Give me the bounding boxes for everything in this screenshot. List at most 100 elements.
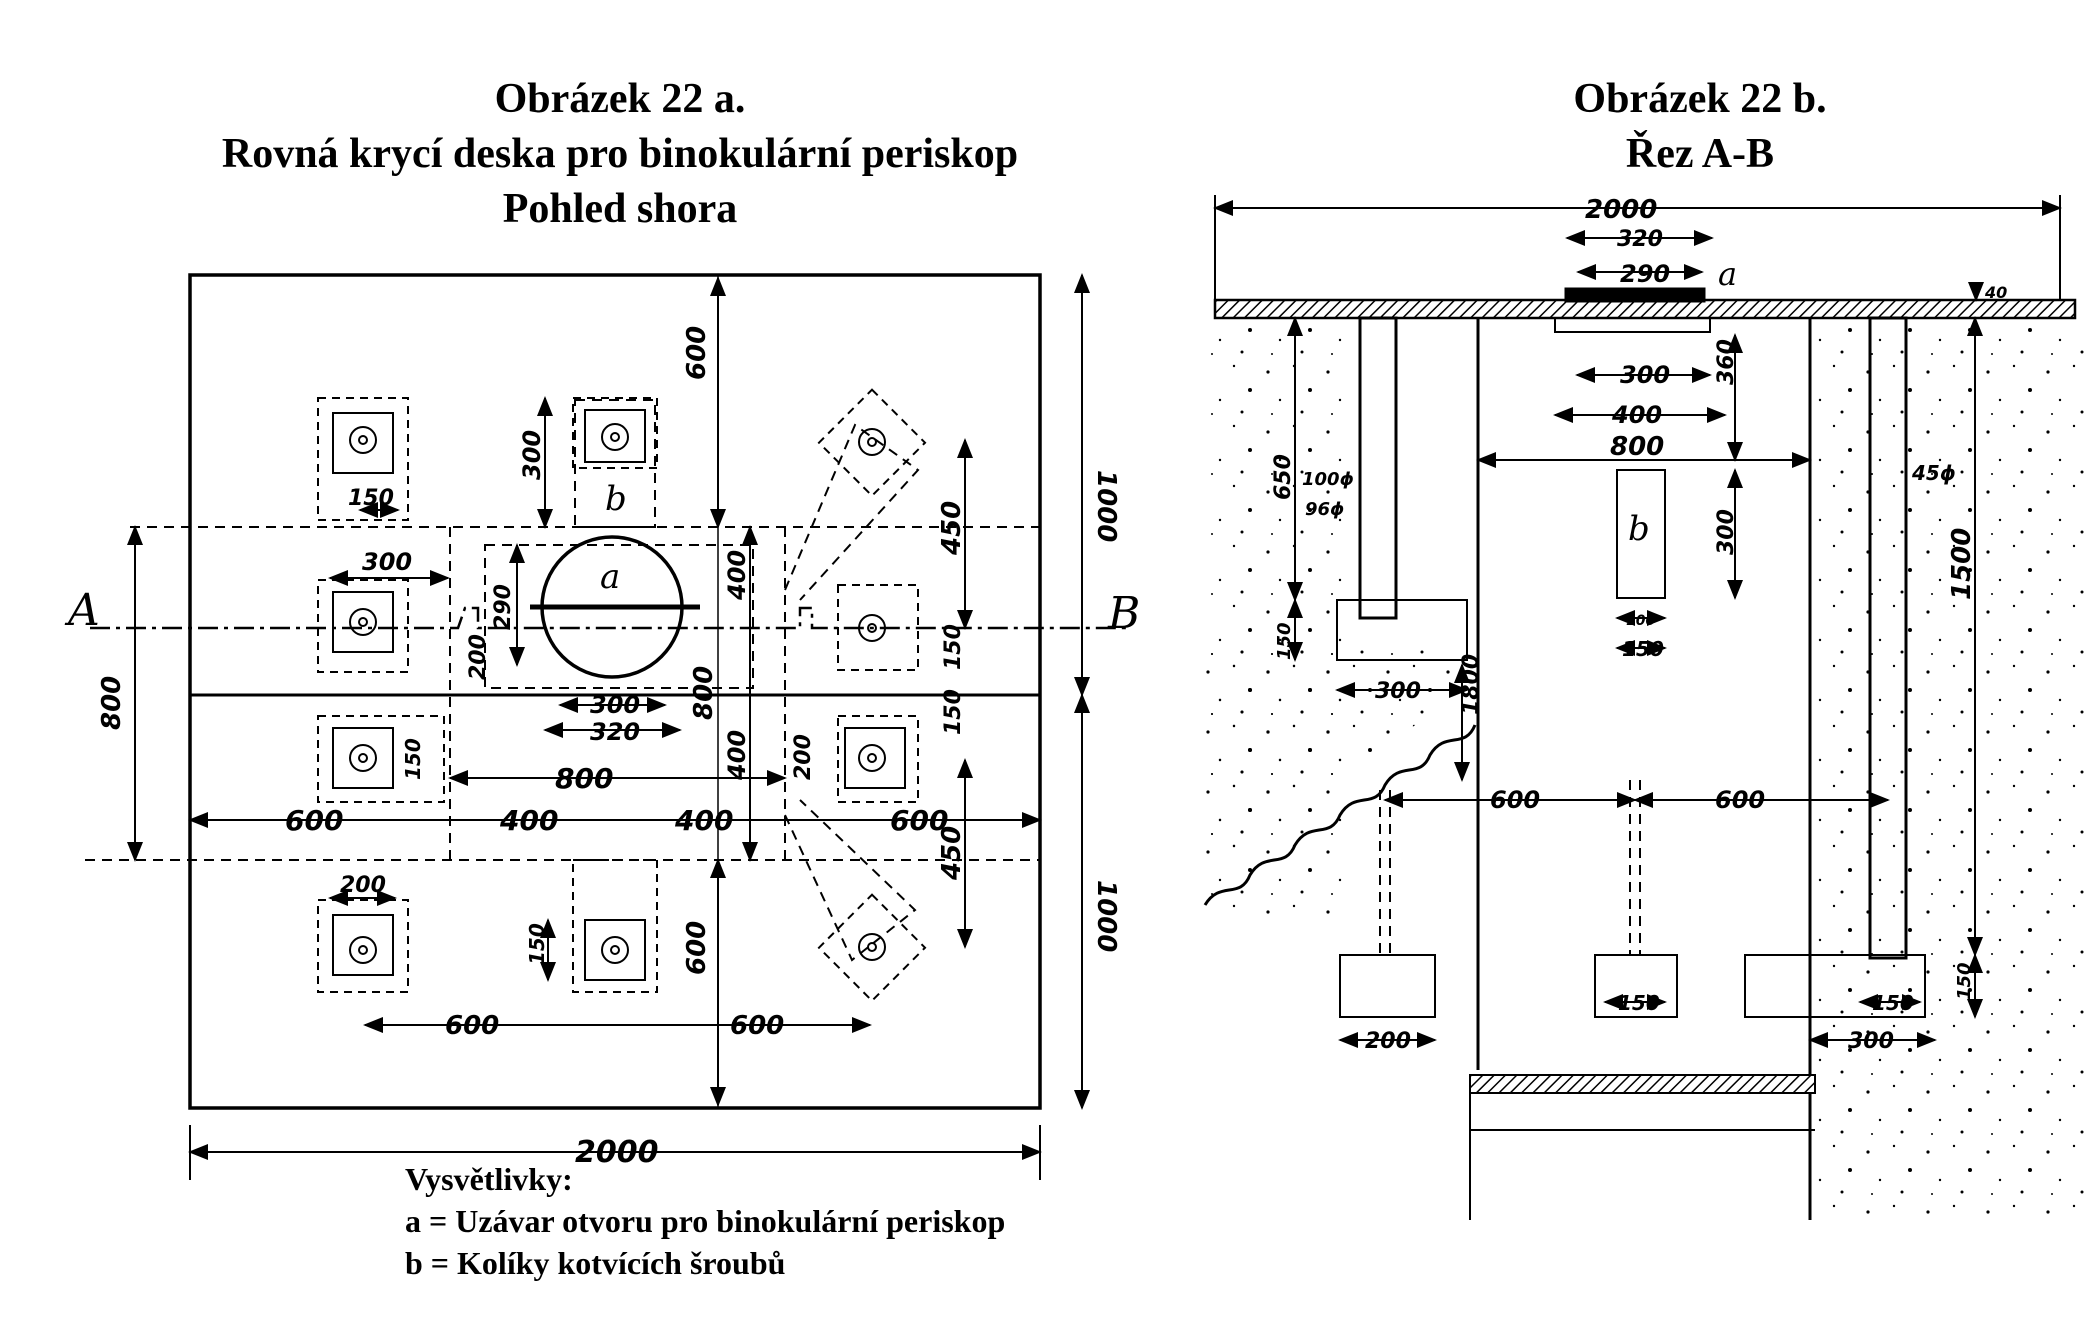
dim-bolt-300-left: 300: [362, 548, 412, 576]
anchor-pin-section: [1616, 469, 1666, 599]
dim-b-dia-45: 45ϕ: [1911, 461, 1956, 485]
dim-bolt-150-top: 150: [348, 486, 394, 511]
dim-b-right-1500: 1500: [1947, 528, 1977, 600]
bolt-bottom-left: [317, 899, 409, 993]
dim-left-150-mid: 150: [401, 738, 425, 780]
dashed-bolts-b: [1379, 780, 1641, 955]
cover-plate-section: [1213, 298, 2077, 320]
dim-height-bottom: 1000: [1091, 880, 1121, 952]
dim-row-600-left: 600: [285, 804, 343, 837]
dim-b-depth-1800: 1800: [1459, 654, 1484, 715]
legend: Vysvětlivky: a = Uzávar otvoru pro binok…: [405, 1158, 1005, 1284]
foot-lower-mid: [1594, 954, 1678, 1018]
dim-b-thickness-40: 40: [1984, 283, 2007, 302]
part-a-label: a: [600, 557, 620, 597]
dim-opening-290: 290: [491, 584, 516, 630]
dim-b-foot-150-mid: 150: [1618, 991, 1660, 1015]
anchor-bolts: [317, 388, 927, 1003]
dim-mid-800: 800: [555, 762, 613, 795]
dim-bottom-200: 200: [340, 873, 386, 898]
dim-b-right-150-v: 150: [1954, 962, 1975, 1000]
dim-b-foot-200: 200: [1365, 1029, 1411, 1054]
dim-b-100: 100: [1626, 613, 1655, 629]
dim-height-top: 1000: [1091, 470, 1121, 542]
concrete-slope: [1200, 650, 1450, 880]
foot-left: [1336, 599, 1468, 661]
spring: [1203, 724, 1477, 906]
bolt-bottom-mid: [572, 859, 658, 993]
figure-b-section: [1200, 195, 2085, 1220]
dim-b-span-800: 800: [1610, 432, 1664, 462]
bolt-section-right: [1868, 316, 1908, 960]
bolt-top-left: [317, 397, 409, 521]
legend-item-b: b = Kolíky kotvících šroubů: [405, 1245, 786, 1281]
dim-center-320: 320: [590, 718, 640, 746]
dashed-band: [85, 423, 1040, 962]
section-label-a: A: [64, 585, 100, 636]
bolt-diag-bottom: [817, 893, 927, 1003]
dim-mid-400-right: 400: [674, 804, 733, 837]
bottom-slab: [1469, 1074, 1816, 1094]
dim-b-left-150: 150: [1274, 622, 1295, 660]
dim-b-under-300: 300: [1620, 361, 1670, 389]
part-a-section-label: a: [1718, 255, 1737, 293]
dim-b-under-400: 400: [1611, 401, 1662, 429]
dim-offset-200: 200: [466, 634, 491, 680]
foot-lower-left: [1339, 954, 1436, 1018]
dim-b-span-600-right: 600: [1715, 786, 1765, 814]
dimension-lines-a: [127, 273, 1090, 1180]
dim-diag-450-upper: 450: [937, 501, 967, 556]
bolt-mid-left: [317, 579, 409, 673]
legend-heading: Vysvětlivky:: [405, 1161, 573, 1197]
dim-mid-400-left: 400: [499, 804, 558, 837]
dim-center-300: 300: [590, 691, 640, 719]
dim-b-plate-290: 290: [1620, 260, 1670, 288]
dim-bottom-150: 150: [525, 923, 549, 965]
dim-b-300: 300: [1714, 509, 1739, 555]
bolt-top-mid: [572, 397, 658, 469]
dim-b-plate-320: 320: [1617, 227, 1663, 252]
section-line-ab: [90, 606, 1130, 630]
figure-a-caption: Obrázek 22 a. Rovná krycí deska pro bino…: [100, 72, 1140, 237]
figure-a-labels: A B a b 2000 1000 1000 800 600 600 300 1…: [64, 326, 1140, 1170]
figure-b-subtitle: Řez A-B: [1625, 131, 1775, 177]
dim-right-150-b: 150: [941, 689, 966, 735]
dim-b-dia-96: 96ϕ: [1305, 499, 1344, 520]
dim-bottom-600-left: 600: [445, 1011, 499, 1041]
dim-col-600-top: 600: [682, 326, 712, 380]
figure-a-view: Pohled shora: [502, 186, 738, 232]
dim-band: 800: [97, 676, 127, 730]
section-label-b: B: [1107, 588, 1140, 639]
foot-right: [1744, 954, 1926, 1018]
figure-a-plan: [85, 273, 1130, 1180]
bolt-mid-right: [837, 584, 919, 671]
part-b-label: b: [605, 479, 627, 519]
dim-center-800: 800: [689, 666, 719, 720]
dim-b-foot-150-right: 150: [1872, 991, 1914, 1015]
dim-bottom-600-right: 600: [730, 1011, 784, 1041]
part-b-section-label: b: [1628, 509, 1650, 549]
dim-b-left-650: 650: [1271, 454, 1296, 500]
bolt-section-left: [1358, 316, 1398, 620]
dimension-lines-b: [1213, 195, 2062, 1048]
dim-right-400-upper: 400: [723, 550, 751, 601]
periscope-cover-a: [1564, 287, 1706, 303]
dim-b-150: 150: [1622, 637, 1664, 661]
bolt-lower-right: [837, 715, 919, 803]
dim-b-dia-100: 100ϕ: [1302, 469, 1354, 490]
figure-a-title: Obrázek 22 a.: [494, 76, 746, 122]
dim-row-600-right: 600: [890, 804, 948, 837]
cover-plate-outline: [188, 273, 1042, 1110]
bolt-lower-left: [317, 715, 445, 803]
dim-b-foot-300-right: 300: [1848, 1029, 1894, 1054]
figure-b-labels: a b 2000 320 290 40 300 400 360 800 300 …: [1271, 195, 2007, 1054]
figure-b-caption: Obrázek 22 b. Řez A-B: [1320, 72, 2080, 182]
dim-col-600-bottom: 600: [682, 921, 712, 975]
dim-b-foot-300: 300: [1375, 679, 1421, 704]
under-plate: [1554, 317, 1711, 333]
dim-top-left-300: 300: [518, 430, 546, 480]
figure-b-title: Obrázek 22 b.: [1573, 76, 1827, 122]
concrete-right: [1815, 318, 2085, 1218]
dim-right-150-a: 150: [941, 624, 966, 670]
